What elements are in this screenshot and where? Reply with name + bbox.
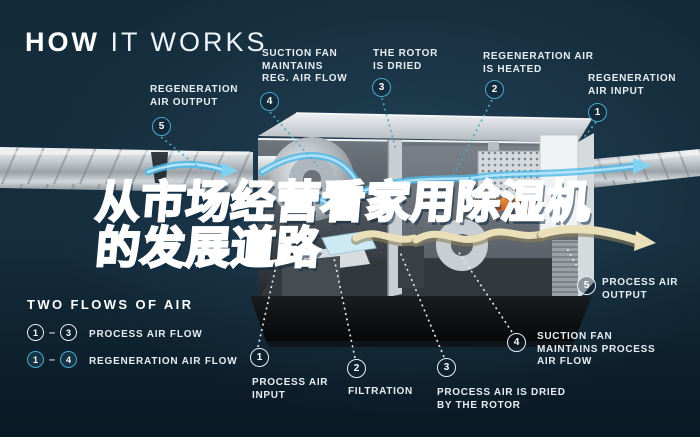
step-badge-process-4: 4 (507, 333, 526, 352)
label-process-air-dried: PROCESS AIR IS DRIED BY THE ROTOR (437, 387, 566, 411)
step-badge-process-3: 3 (437, 358, 456, 377)
label-process-air-input: PROCESS AIR INPUT (252, 377, 329, 401)
left-duct (0, 147, 253, 193)
legend-regeneration-dash: – (49, 354, 56, 366)
label-regeneration-air-input: REGENERATION AIR INPUT (588, 73, 677, 97)
page-title: HOW IT WORKS (25, 27, 268, 58)
label-regeneration-air-output: REGENERATION AIR OUTPUT (150, 84, 239, 108)
step-badge-regeneration-5: 5 (152, 117, 171, 136)
step-badge-regeneration-4: 4 (260, 92, 279, 111)
page-title-bold: HOW (25, 27, 100, 57)
label-suction-fan-process: SUCTION FAN MAINTAINS PROCESS AIR FLOW (537, 331, 656, 367)
connector-lines-regeneration (160, 97, 597, 179)
legend-process-to-circle: 3 (60, 324, 77, 341)
legend-process-from-circle: 1 (27, 324, 44, 341)
label-regeneration-air-heated: REGENERATION AIR IS HEATED (483, 51, 594, 75)
page-title-light: IT WORKS (110, 27, 268, 57)
legend-regeneration-from-circle: 1 (27, 351, 44, 368)
overlay-title-line2: 的发展道路 (93, 222, 325, 276)
label-suction-fan-reg: SUCTION FAN MAINTAINS REG. AIR FLOW (262, 48, 348, 84)
label-rotor-is-dried: THE ROTOR IS DRIED (373, 48, 439, 72)
airflow-arrows-cyan (144, 152, 652, 208)
step-badge-regeneration-1: 1 (588, 103, 607, 122)
legend-process-dash: – (49, 327, 56, 339)
legend-regeneration-label: REGENERATION AIR FLOW (89, 356, 238, 367)
label-process-air-output: PROCESS AIR OUTPUT (602, 277, 679, 301)
step-badge-regeneration-2: 2 (485, 80, 504, 99)
legend-process-label: PROCESS AIR FLOW (89, 329, 203, 340)
step-badge-process-1: 1 (250, 348, 269, 367)
connector-lines-process (257, 246, 583, 359)
legend-title: TWO FLOWS OF AIR (27, 297, 194, 312)
legend-regeneration-to-circle: 4 (60, 351, 77, 368)
regeneration-ribbon-arrows (351, 225, 656, 251)
step-badge-regeneration-3: 3 (372, 78, 391, 97)
label-filtration: FILTRATION (348, 386, 413, 397)
step-badge-process-2: 2 (347, 359, 366, 378)
step-badge-process-5: 5 (577, 276, 596, 295)
overlay-title-line1: 从市场经营看家用除湿机 (93, 176, 595, 230)
